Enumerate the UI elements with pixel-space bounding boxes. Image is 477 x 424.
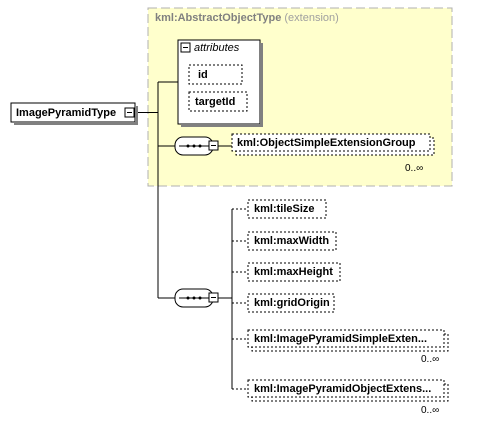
element-box-tilesize[interactable] (247, 199, 327, 219)
root-element-shadow-bottom (14, 122, 138, 125)
attributes-label: attributes (194, 42, 240, 54)
element-box-simple-ext[interactable] (247, 329, 445, 348)
extension-kind: (extension) (284, 12, 339, 24)
attribute-box-id[interactable] (188, 64, 243, 85)
element-box-gridorigin[interactable] (247, 293, 335, 313)
attribute-id-label: id (198, 69, 208, 81)
attributes-panel-shadow (260, 43, 263, 127)
sequence-dot (198, 296, 202, 300)
group-element-label: kml:ObjectSimpleExtensionGroup (237, 137, 416, 149)
element-box-object-ext[interactable] (247, 379, 445, 398)
attribute-targetid-label: targetId (195, 96, 236, 108)
root-element-label: ImagePyramidType (16, 107, 117, 119)
sequence-dot (186, 296, 190, 300)
element-cardinality-object-ext: 0..∞ (421, 405, 440, 416)
element-label-maxheight: kml:maxHeight (254, 266, 333, 278)
element-label-tilesize: kml:tileSize (254, 203, 315, 215)
root-element-shadow (135, 106, 138, 125)
element-box-maxwidth[interactable] (247, 231, 337, 251)
attribute-box-targetid[interactable] (188, 91, 248, 112)
group-element-box[interactable] (231, 133, 431, 152)
sequence-dot (192, 144, 196, 148)
element-label-maxwidth: kml:maxWidth (254, 235, 330, 247)
sequence-dot (186, 144, 190, 148)
element-box-maxheight[interactable] (247, 262, 341, 282)
group-cardinality: 0..∞ (405, 163, 424, 174)
extension-title: kml:AbstractObjectType (extension) (155, 13, 339, 24)
element-label-object-ext: kml:ImagePyramidObjectExtens... (254, 383, 432, 395)
attributes-panel-shadow-bottom (181, 124, 263, 127)
sequence-dot (198, 144, 202, 148)
element-label-gridorigin: kml:gridOrigin (254, 297, 330, 309)
sequence-dot (192, 296, 196, 300)
element-cardinality-simple-ext: 0..∞ (421, 354, 440, 365)
extension-type-name: kml:AbstractObjectType (155, 12, 282, 24)
element-label-simple-ext: kml:ImagePyramidSimpleExten... (254, 333, 428, 345)
